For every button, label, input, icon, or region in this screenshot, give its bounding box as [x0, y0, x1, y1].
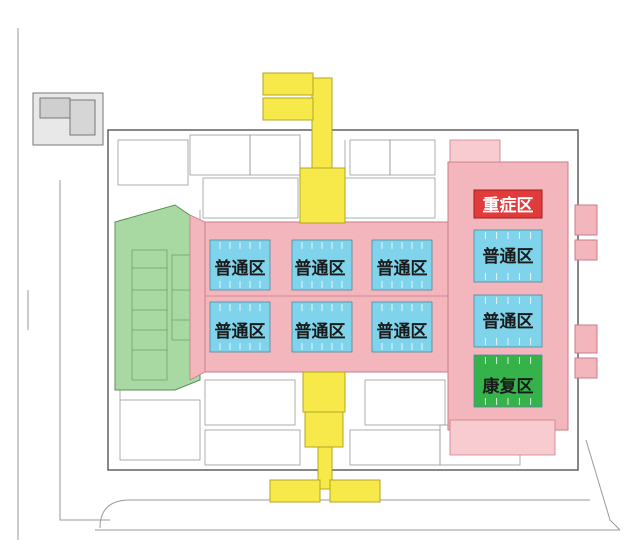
bed-block — [291, 301, 353, 353]
ordinary-zone-labels: 普通区 普通区 普通区 普通区 普通区 普通区 普通区 普通区 — [215, 246, 534, 342]
bed-block — [473, 354, 543, 408]
ordinary-zone-label-8: 普通区 — [483, 311, 534, 332]
bed-block — [371, 301, 433, 353]
right-annex — [574, 204, 598, 379]
bed-block — [209, 301, 271, 353]
bed-block — [473, 229, 543, 283]
ordinary-zone-label-6: 普通区 — [377, 321, 428, 342]
ordinary-zone-label-1: 普通区 — [215, 258, 266, 279]
bed-block — [473, 294, 543, 348]
severe-zone-label: 重症区 — [483, 195, 534, 216]
severe-zone: 重症区 — [473, 189, 543, 219]
bed-block — [291, 239, 353, 291]
bed-block — [209, 239, 271, 291]
rehab-zone: 康复区 — [483, 376, 534, 397]
yellow-corridor-bottom — [269, 371, 381, 503]
rehab-zone-label: 康复区 — [483, 376, 534, 397]
ordinary-zone-label-7: 普通区 — [483, 246, 534, 267]
bed-block — [371, 239, 433, 291]
green-zone — [114, 204, 201, 391]
site-outline — [17, 28, 621, 540]
ordinary-zone-label-2: 普通区 — [295, 258, 346, 279]
ordinary-zone-label-4: 普通区 — [215, 321, 266, 342]
ordinary-zone-label-5: 普通区 — [295, 321, 346, 342]
annex-building — [32, 92, 104, 146]
yellow-corridor-top — [262, 72, 346, 224]
bed-blocks — [209, 229, 543, 408]
ordinary-zone-label-3: 普通区 — [377, 258, 428, 279]
